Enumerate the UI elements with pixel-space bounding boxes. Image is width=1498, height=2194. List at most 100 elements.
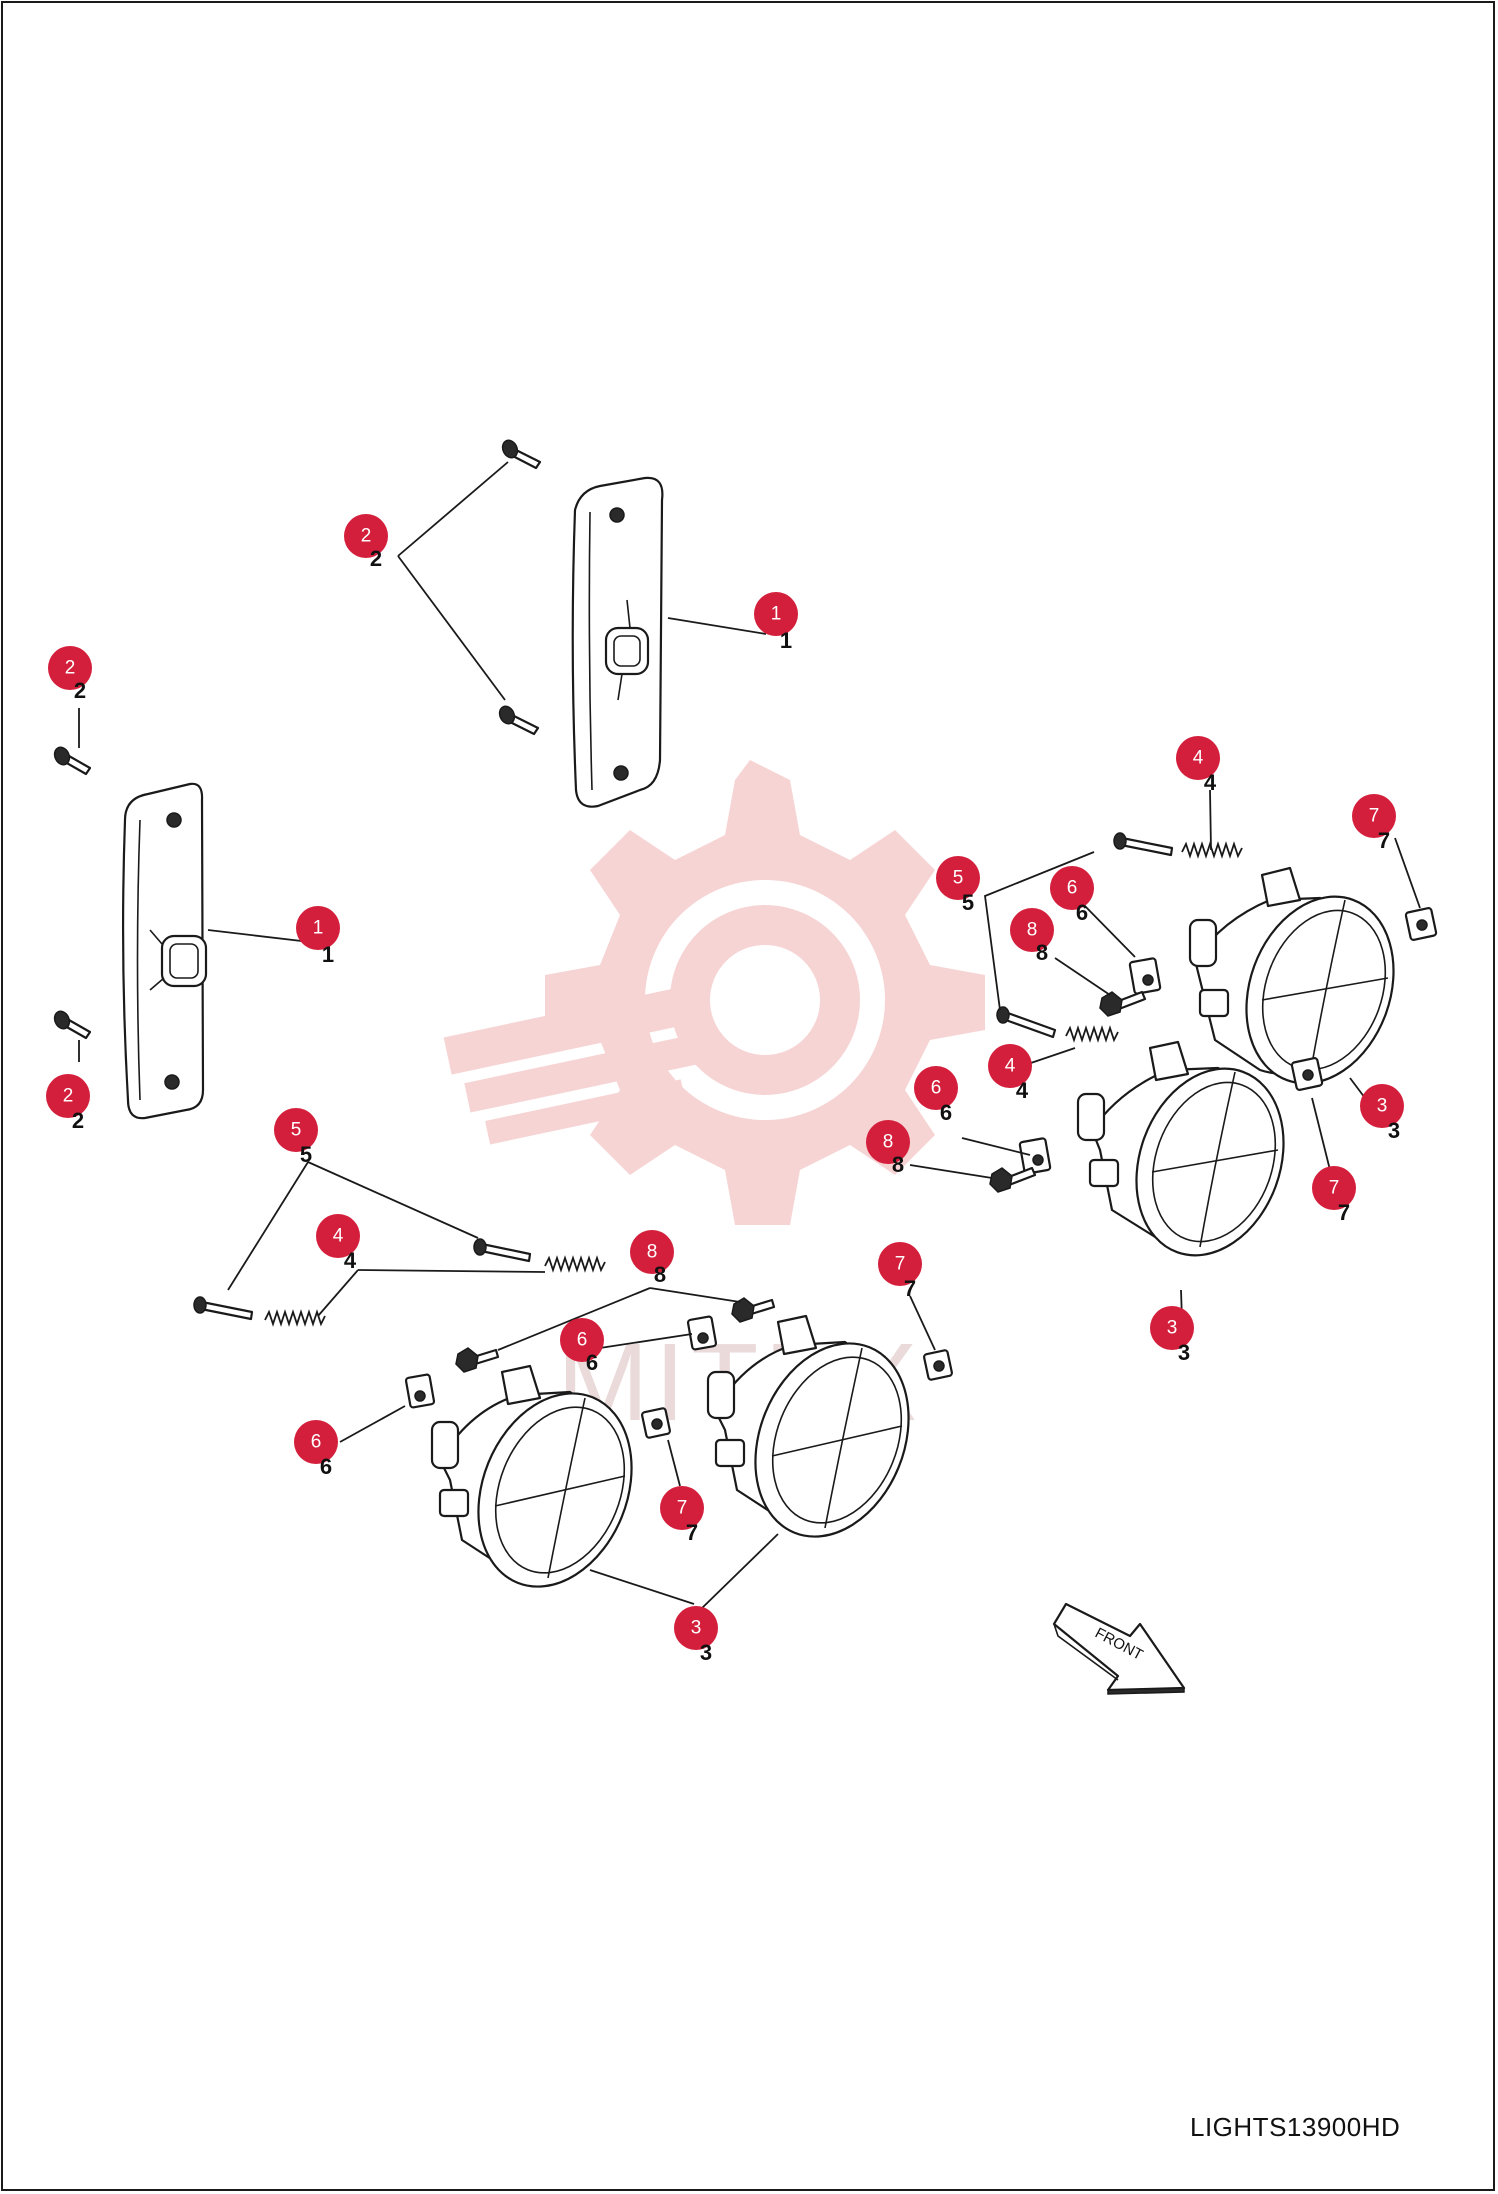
svg-text:6: 6: [940, 1100, 952, 1125]
svg-text:4: 4: [333, 1226, 344, 1247]
svg-text:7: 7: [677, 1498, 688, 1519]
speed-nut-left-rear: [641, 1407, 671, 1439]
svg-text:2: 2: [72, 1108, 84, 1133]
flange-bolt-left-front: [731, 1297, 776, 1323]
svg-text:6: 6: [1076, 900, 1088, 925]
callout-2-left-bottom: 2 2: [46, 1074, 90, 1133]
flange-bolt-left-rear: [455, 1347, 500, 1373]
svg-text:8: 8: [647, 1242, 658, 1263]
svg-text:1: 1: [780, 628, 792, 653]
clip-nut-left-rear: [404, 1373, 436, 1409]
callout-6-left-front: 6 6: [560, 1318, 604, 1375]
adjuster-spring-right-lower: [1065, 1025, 1119, 1043]
callout-1-lower: 1 1: [296, 906, 340, 967]
adjuster-spring-left-lower: [264, 1309, 326, 1327]
svg-text:1: 1: [771, 604, 782, 625]
svg-text:1: 1: [322, 942, 334, 967]
clip-nut-right-lower: [1018, 1137, 1052, 1175]
svg-text:7: 7: [1338, 1200, 1350, 1225]
svg-text:3: 3: [1377, 1096, 1388, 1117]
svg-text:1: 1: [313, 918, 324, 939]
svg-text:7: 7: [686, 1520, 698, 1545]
callout-1-upper: 1 1: [754, 592, 798, 653]
side-marker-lamp-upper: [571, 476, 664, 808]
callout-6-right-lower: 6 6: [914, 1066, 958, 1125]
svg-text:3: 3: [700, 1640, 712, 1665]
speed-nut-right-lower: [1290, 1057, 1324, 1091]
callout-8-right-upper: 8 8: [1010, 908, 1054, 965]
callout-2-left-top: 2 2: [48, 646, 92, 703]
svg-text:2: 2: [74, 678, 86, 703]
callout-4-left: 4 4: [316, 1214, 360, 1273]
svg-text:3: 3: [1178, 1340, 1190, 1365]
adjuster-spring-left-upper: [544, 1255, 606, 1273]
svg-text:6: 6: [320, 1454, 332, 1479]
callout-4-right-upper: 4 4: [1176, 736, 1220, 795]
svg-text:6: 6: [586, 1350, 598, 1375]
svg-text:7: 7: [1378, 828, 1390, 853]
callout-3-right-lower: 3 3: [1150, 1306, 1194, 1365]
svg-text:7: 7: [904, 1276, 916, 1301]
callout-5-right: 5 5: [936, 856, 980, 915]
front-direction-arrow: FRONT: [1052, 1602, 1186, 1695]
svg-text:5: 5: [953, 868, 964, 889]
svg-text:6: 6: [1067, 878, 1078, 899]
headlamp-left-front: [706, 1314, 910, 1538]
callout-5-left: 5 5: [274, 1108, 318, 1167]
svg-text:4: 4: [1005, 1056, 1016, 1077]
callout-4-right-lower: 4 4: [988, 1044, 1032, 1103]
headlamp-left-rear: [430, 1364, 633, 1588]
adjuster-spring-right-upper: [1181, 841, 1243, 859]
svg-text:3: 3: [691, 1618, 702, 1639]
side-marker-lamp-lower: [121, 782, 208, 1120]
speed-nut-left-front: [923, 1349, 953, 1381]
svg-text:4: 4: [1193, 748, 1204, 769]
svg-text:4: 4: [344, 1248, 357, 1273]
callout-3-right-upper: 3 3: [1360, 1084, 1404, 1143]
svg-text:3: 3: [1167, 1318, 1178, 1339]
callout-2-upper: 2 2: [344, 514, 388, 571]
svg-text:2: 2: [65, 658, 76, 679]
svg-text:7: 7: [895, 1254, 906, 1275]
adjuster-bolt-right-upper: [1113, 832, 1174, 857]
adjuster-bolt-right-lower: [996, 1006, 1057, 1039]
svg-text:5: 5: [291, 1120, 302, 1141]
flange-bolt-right-lower: [989, 1166, 1037, 1193]
svg-text:2: 2: [370, 546, 382, 571]
svg-text:5: 5: [300, 1142, 312, 1167]
svg-text:6: 6: [931, 1078, 942, 1099]
callout-8-left: 8 8: [630, 1230, 674, 1287]
adjuster-bolt-left-upper: [473, 1238, 532, 1263]
svg-text:2: 2: [361, 526, 372, 547]
screw-upper-bottom: [498, 705, 540, 736]
adjuster-bolt-left-lower: [193, 1296, 254, 1321]
callout-7-left-front: 7 7: [878, 1242, 922, 1301]
callout-6-left-rear: 6 6: [294, 1420, 338, 1479]
svg-text:7: 7: [1329, 1178, 1340, 1199]
screw-upper-top: [501, 439, 542, 470]
callout-7-left-rear: 7 7: [660, 1486, 704, 1545]
svg-text:6: 6: [577, 1330, 588, 1351]
callout-8-right-lower: 8 8: [866, 1120, 910, 1177]
callout-6-right-upper: 6 6: [1050, 866, 1094, 925]
svg-text:8: 8: [654, 1262, 666, 1287]
clip-nut-right-upper: [1128, 957, 1162, 995]
headlamp-right-front: [1076, 1040, 1285, 1257]
svg-text:8: 8: [883, 1132, 894, 1153]
callout-3-left: 3 3: [674, 1606, 718, 1665]
svg-text:8: 8: [1036, 940, 1048, 965]
svg-text:8: 8: [1027, 920, 1038, 941]
svg-text:4: 4: [1204, 770, 1217, 795]
svg-text:8: 8: [892, 1152, 904, 1177]
svg-text:4: 4: [1016, 1078, 1029, 1103]
flange-bolt-right-upper: [1099, 990, 1147, 1017]
svg-text:3: 3: [1388, 1118, 1400, 1143]
svg-text:5: 5: [962, 890, 974, 915]
svg-text:7: 7: [1369, 806, 1380, 827]
svg-text:2: 2: [63, 1086, 74, 1107]
speed-nut-right-upper: [1404, 907, 1438, 941]
screw-left-top: [53, 746, 92, 776]
callout-7-right-upper: 7 7: [1352, 794, 1396, 853]
